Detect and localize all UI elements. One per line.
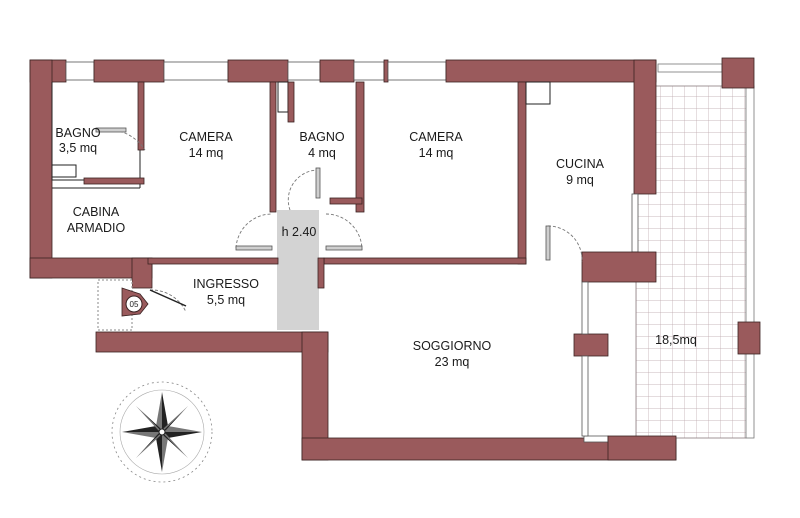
entry-marker-circle — [125, 295, 143, 313]
window-1 — [65, 61, 95, 81]
door-arc-camera1 — [235, 213, 273, 249]
window-4 — [353, 61, 385, 81]
door-leaf-bagno1 — [95, 127, 127, 133]
window-3 — [287, 61, 321, 81]
wall-hall-divider — [317, 257, 325, 289]
compass-rose-icon — [111, 381, 213, 483]
wall-top-4 — [319, 59, 355, 83]
label-soggiorno-area: 23 mq — [435, 355, 470, 369]
wall-bagno2-right — [355, 81, 365, 213]
wall-top-2 — [93, 59, 165, 83]
label-cabina-name1: CABINA — [73, 205, 120, 219]
wall-kitchen-bottom-right — [581, 251, 657, 283]
window-living-right-2 — [581, 355, 589, 437]
wall-ingresso-top — [147, 257, 279, 265]
door-leaf-entry — [149, 289, 187, 307]
wall-top-5 — [383, 59, 389, 83]
wall-bagno2-bottom — [329, 197, 363, 205]
wall-top-6 — [445, 59, 657, 83]
wall-bagno1-bottom — [83, 177, 145, 185]
door-arc-bagno2 — [287, 169, 319, 211]
label-terrazzo-area: 18,5mq — [655, 333, 697, 347]
door-leaf-kitchen — [545, 225, 551, 261]
label-camera2-area: 14 mq — [419, 146, 454, 160]
window-kitchen — [631, 193, 639, 253]
pillar-top-right — [721, 57, 755, 89]
wall-left — [29, 59, 53, 279]
wall-camera2-bottom — [323, 257, 527, 265]
hallway-floor — [277, 210, 319, 330]
label-cucina-area: 9 mq — [566, 173, 594, 187]
window-2 — [163, 61, 229, 81]
window-living-bottom — [583, 435, 609, 443]
label-bagno1-name: BAGNO — [55, 126, 100, 140]
window-5 — [387, 61, 447, 81]
wall-bagno1-right — [137, 81, 145, 151]
wall-top-3 — [227, 59, 289, 83]
door-arc-camera2 — [325, 213, 363, 251]
label-bagno1-area: 3,5 mq — [59, 141, 97, 155]
label-camera2-name: CAMERA — [409, 130, 463, 144]
label-bagno2-area: 4 mq — [308, 146, 336, 160]
label-camera1-name: CAMERA — [179, 130, 233, 144]
terrace-railing — [745, 85, 755, 439]
label-soggiorno-name: SOGGIORNO — [413, 339, 492, 353]
window-living-right — [581, 281, 589, 335]
label-ingresso-name: INGRESSO — [193, 277, 259, 291]
wall-entry-post — [131, 257, 153, 289]
door-leaf-camera1 — [235, 245, 273, 251]
label-cucina-name: CUCINA — [556, 157, 605, 171]
label-hall-height: h 2.40 — [282, 225, 317, 239]
shaft-2 — [525, 81, 551, 105]
door-leaf-camera2 — [325, 245, 363, 251]
pillar-living — [573, 333, 609, 357]
bagno1-fixture — [51, 164, 77, 178]
door-arc-kitchen — [547, 225, 583, 263]
pillar-right-mid — [737, 321, 761, 355]
label-bagno2-name: BAGNO — [299, 130, 344, 144]
terrace-top-railing — [657, 63, 723, 73]
wall-right-kitchen — [633, 59, 657, 195]
wall-camera2-right — [517, 81, 527, 265]
door-arc-entry — [149, 289, 187, 313]
label-ingresso-area: 5,5 mq — [207, 293, 245, 307]
wall-bottom-right — [607, 435, 677, 461]
wall-camera1-divider — [269, 81, 277, 213]
door-leaf-bagno2 — [315, 167, 321, 199]
label-cabina-name2: ARMADIO — [67, 221, 126, 235]
shaft-1 — [277, 81, 289, 113]
label-camera1-area: 14 mq — [189, 146, 224, 160]
wall-bagno2-left — [287, 81, 295, 123]
wall-entry-bottom-left — [95, 331, 329, 353]
entry-marker-label: 05 — [130, 300, 139, 309]
